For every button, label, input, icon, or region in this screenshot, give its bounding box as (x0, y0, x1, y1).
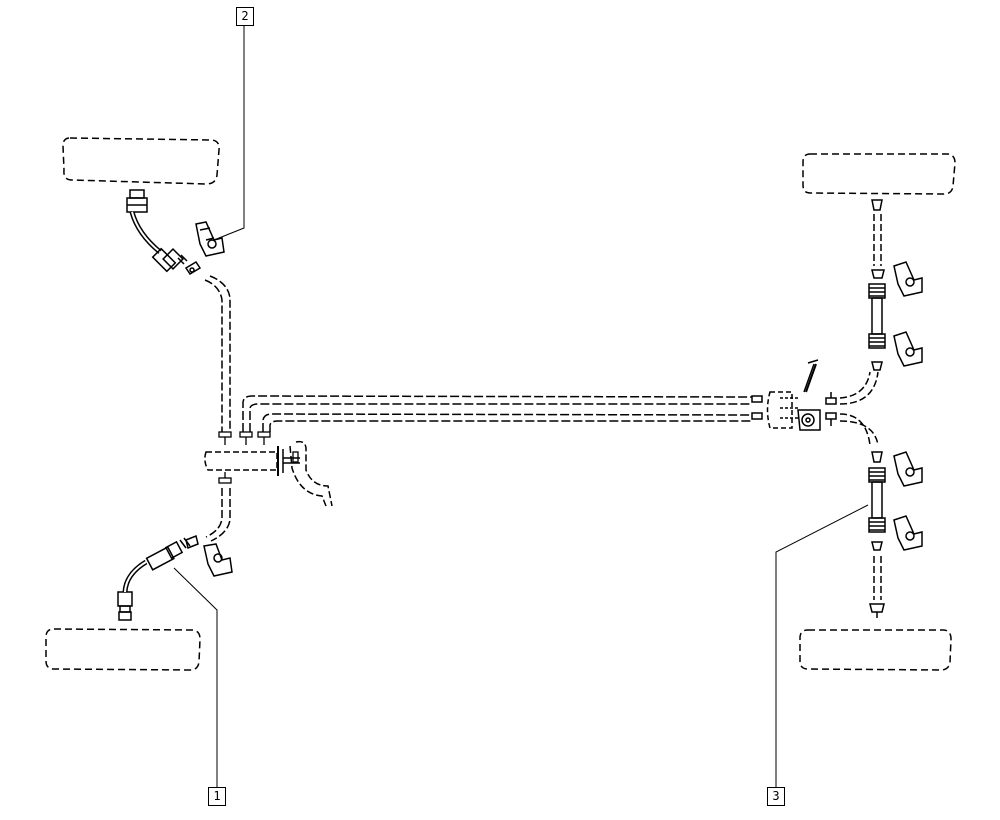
rear-right-hose (868, 451, 886, 618)
bracket-front-left (195, 221, 225, 257)
brake-pipe-main (242, 395, 753, 432)
brake-pipe-curve (289, 440, 333, 507)
front-left-hose (126, 189, 188, 273)
leader-lines (173, 25, 869, 787)
callout-label-1: 1 (208, 787, 226, 806)
bracket-rear-right-upper (893, 451, 923, 487)
brake-pipe-right-upper (839, 371, 879, 405)
union-fitting (218, 431, 299, 484)
brake-pipe-right-lower (839, 413, 879, 446)
bracket-rear-left (203, 543, 233, 577)
wheel-rear-left (45, 628, 201, 671)
wheel-front-left (62, 137, 220, 185)
rear-left-hose (117, 537, 191, 621)
distributor-block (204, 446, 300, 476)
pressure-regulator-valve (751, 359, 837, 431)
brake-pipe-left-lower (205, 488, 231, 542)
callout-label-2: 2 (236, 7, 254, 26)
callout-label-3: 3 (767, 787, 785, 806)
bracket-front-right-lower (893, 331, 923, 367)
front-right-hose (868, 199, 886, 371)
wheel-rear-right (799, 629, 952, 671)
brake-pipe-left-upper (204, 275, 231, 432)
banjo-bolt-rear (185, 534, 199, 550)
wheel-front-right (802, 153, 956, 195)
banjo-bolt (184, 260, 202, 276)
bracket-front-right-upper (893, 261, 923, 297)
bracket-rear-right-lower (893, 515, 923, 551)
